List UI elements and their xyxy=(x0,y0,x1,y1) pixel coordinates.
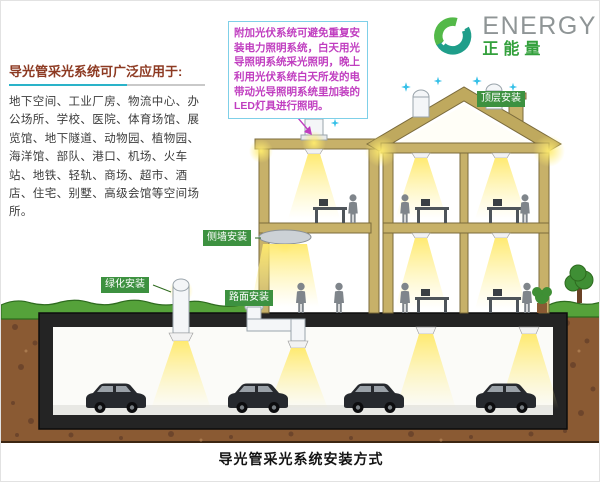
label-greening-install: 绿化安装 xyxy=(101,277,149,293)
callout-arrow xyxy=(297,117,312,135)
pv-system-callout: 附加光伏系统可避免重复安装电力照明系统，白天用光导照明系统采光照明，晚上利用光伏… xyxy=(228,21,368,120)
logo-subtitle: 正能量 xyxy=(482,41,546,59)
indoor-plant xyxy=(532,287,552,313)
applications-panel: 导光管采光系统可广泛应用于: 地下空间、工业厂房、物流中心、办公场所、学校、医院… xyxy=(9,61,207,222)
desks xyxy=(313,199,521,313)
label-road-install: 路面安装 xyxy=(225,290,273,306)
logo-swirl-icon xyxy=(434,17,472,55)
logo-text: ENERGY 正能量 xyxy=(482,13,597,59)
tree xyxy=(564,264,594,303)
soil-light-speckles xyxy=(24,349,581,442)
house-ceiling-slab xyxy=(380,142,550,154)
roof xyxy=(366,86,562,154)
label-pointer-lines xyxy=(152,237,261,293)
desk-monitors xyxy=(319,199,502,296)
applications-title: 导光管采光系统可广泛应用于: xyxy=(9,64,183,79)
brand-logo: ENERGY 正能量 xyxy=(429,7,597,65)
greening-tube xyxy=(168,278,194,342)
side-wall-dish xyxy=(258,229,312,245)
title-underline xyxy=(9,84,205,86)
logo-name: ENERGY xyxy=(482,11,597,40)
diagram-caption: 导光管采光系统安装方式 xyxy=(218,451,384,467)
label-roof-install: 顶层安装 xyxy=(477,91,525,107)
house-mid-slab xyxy=(382,222,550,234)
applications-list: 地下空间、工业厂房、物流中心、办公场所、学校、医院、体育场馆、展览馆、地下隧道、… xyxy=(9,96,200,219)
roof-collector-tube xyxy=(412,96,430,118)
label-sidewall-install: 侧墙安装 xyxy=(203,230,251,246)
